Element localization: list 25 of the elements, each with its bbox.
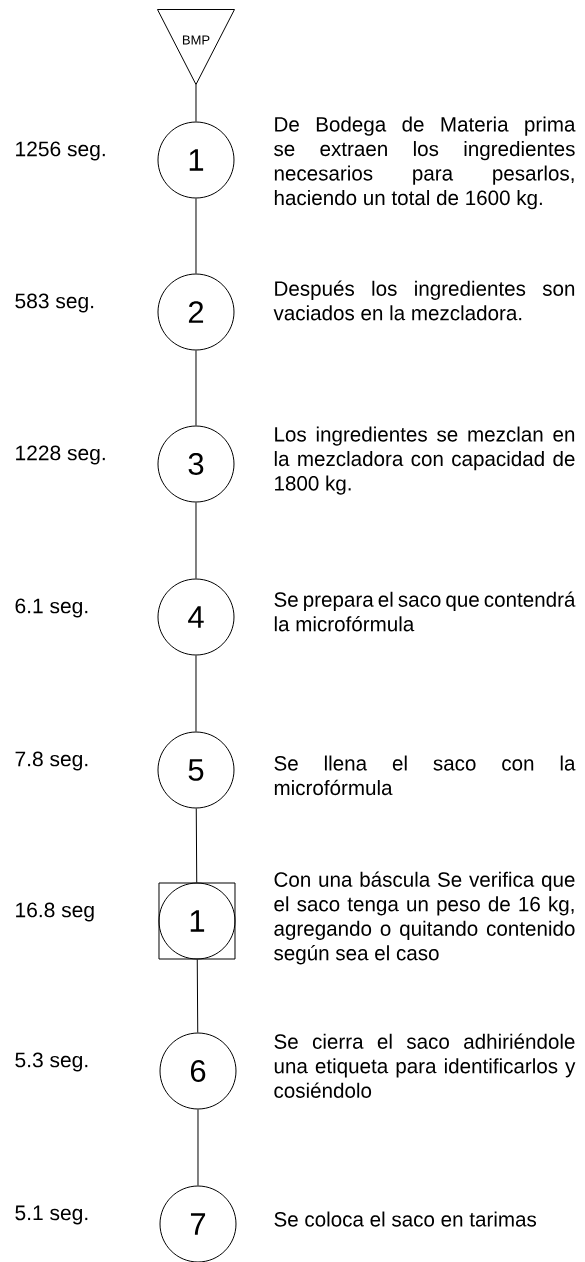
description-text: Se cierra el saco adhiriéndole una etiqueta para identificarlos y cosiéndolo bbox=[274, 1033, 576, 1098]
connector-line bbox=[197, 1109, 199, 1186]
time-label: 1256 seg. bbox=[16, 141, 105, 161]
connector-line bbox=[195, 655, 197, 732]
time-label: 7.8 seg. bbox=[15, 751, 88, 771]
storage-triangle: BMP bbox=[157, 9, 235, 85]
connector-line bbox=[195, 808, 198, 883]
time-label: 1228 seg. bbox=[16, 445, 105, 465]
connector-line bbox=[195, 198, 197, 274]
time-label: 5.1 seg. bbox=[15, 1205, 88, 1225]
time-label: 583 seg. bbox=[15, 293, 94, 313]
time-label: 6.1 seg. bbox=[15, 598, 88, 618]
connector-line bbox=[196, 959, 199, 1033]
connector-line bbox=[195, 84, 197, 122]
description-text: Se prepara el saco que contendrá la microfórmula bbox=[274, 591, 576, 632]
description-text: Con una báscula Se verifica que el saco tenga un peso de 16 kg, agregando o quitando contenido según sea el caso bbox=[274, 871, 575, 965]
description-text: De Bodega de Materia prima se extraen los ingredientes necesarios para pesarlos, haciendo un total de 1600 kg. bbox=[274, 116, 576, 210]
time-label: 5.3 seg. bbox=[15, 1052, 88, 1072]
connector-line bbox=[195, 502, 197, 579]
description-text: Después los ingredientes son vaciados en la mezcladora. bbox=[273, 280, 575, 321]
time-label: 16.8 seg bbox=[16, 902, 94, 922]
description-text: Se coloca el saco en tarimas bbox=[274, 1211, 537, 1227]
connector-line bbox=[195, 350, 197, 426]
description-text: Los ingredientes se mezclan en la mezcladora con capacidad de 1800 kg. bbox=[274, 426, 575, 495]
description-text: Se llena el saco con la microfórmula bbox=[274, 755, 576, 796]
